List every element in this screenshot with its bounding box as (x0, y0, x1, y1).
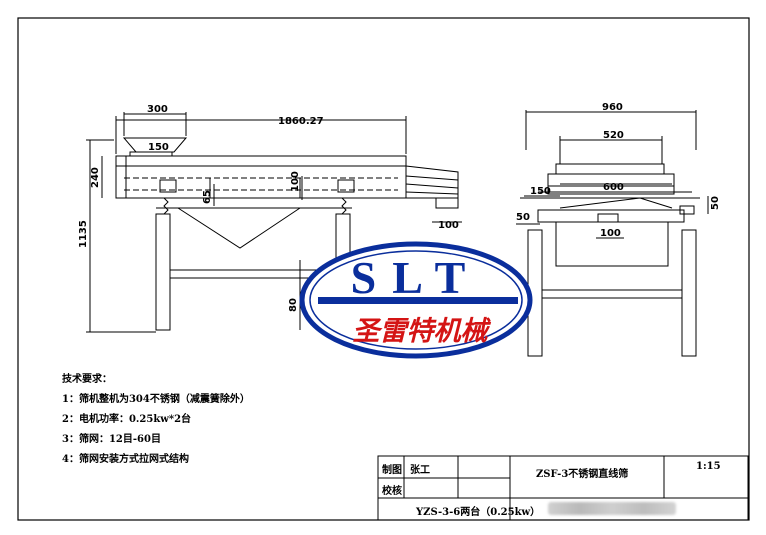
notes-title: 技术要求： (62, 374, 112, 385)
blurred-watermark (548, 502, 676, 515)
dim-deck-100: 100 (290, 171, 301, 192)
dim-side-150: 150 (530, 186, 551, 197)
dim-overall-length: 1860.27 (278, 116, 324, 127)
scale: 1:15 (696, 461, 721, 472)
dim-side-50-right: 50 (710, 196, 721, 210)
product-name: ZSF-3不锈钢直线筛 (536, 469, 629, 480)
technical-requirements: 技术要求： 1：筛机整机为304不锈钢（减震簧除外） 2：电机功率：0.25kw… (62, 370, 250, 470)
dim-base: 80 (288, 298, 299, 312)
dim-total-height: 1135 (78, 220, 89, 248)
note-item-3: 3：筛网：12目-60目 (62, 434, 161, 445)
dim-side-50-left: 50 (516, 212, 530, 223)
dim-screen-width: 520 (603, 130, 624, 141)
logo-letters: SLT (351, 252, 482, 303)
check-label: 校核 (382, 486, 402, 497)
dim-total-width: 960 (602, 102, 623, 113)
side-dimensions: 960 520 600 150 50 50 100 (516, 102, 721, 239)
dim-outlet: 100 (438, 220, 459, 231)
drawn-label: 制图 (382, 465, 402, 476)
note-item-2: 2：电机功率：0.25kw*2台 (62, 414, 192, 425)
dim-frame-height: 240 (90, 167, 101, 188)
dim-hopper-width: 300 (147, 104, 168, 115)
dim-bottom-100: 100 (600, 228, 621, 239)
note-item-1: 1：筛机整机为304不锈钢（减震簧除外） (62, 394, 250, 405)
title-block (377, 455, 749, 521)
front-dimensions: 300 1860.27 150 240 65 100 1135 100 80 (78, 104, 459, 312)
motor-spec: YZS-3-6两台（0.25kw） (416, 507, 541, 518)
dim-deck-65: 65 (202, 190, 213, 204)
logo-company: 圣雷特机械 (353, 316, 492, 347)
slt-logo: SLT 圣雷特机械 (299, 241, 533, 359)
drawn-by: 张工 (410, 465, 430, 476)
dim-box-width: 600 (603, 182, 624, 193)
note-item-4: 4：筛网安装方式拉网式结构 (62, 454, 189, 465)
dim-inlet: 150 (148, 142, 169, 153)
